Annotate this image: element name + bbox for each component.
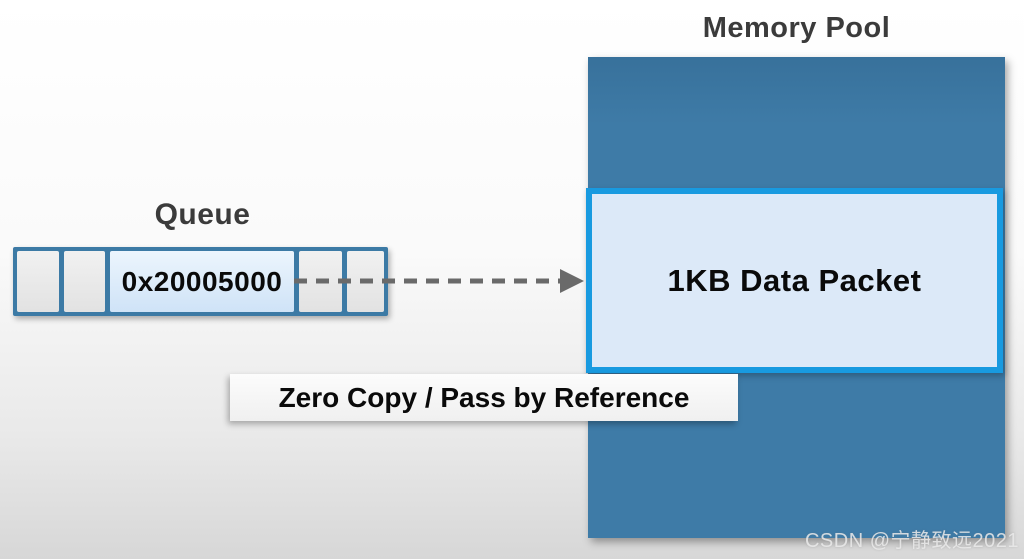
memory-pool-title: Memory Pool: [702, 12, 891, 44]
data-packet-label: 1KB Data Packet: [667, 262, 922, 298]
queue-empty-cell: [64, 251, 105, 312]
watermark-text: CSDN @宁静致远2021: [804, 530, 1019, 552]
queue-empty-cell: [17, 251, 59, 312]
queue-title: Queue: [154, 198, 251, 231]
zero-copy-annotation: Zero Copy / Pass by Reference: [230, 374, 738, 421]
data-packet-box: 1KB Data Packet: [586, 188, 1003, 373]
reference-arrow-icon: [294, 269, 584, 293]
queue-address-cell: 0x20005000: [110, 251, 294, 312]
